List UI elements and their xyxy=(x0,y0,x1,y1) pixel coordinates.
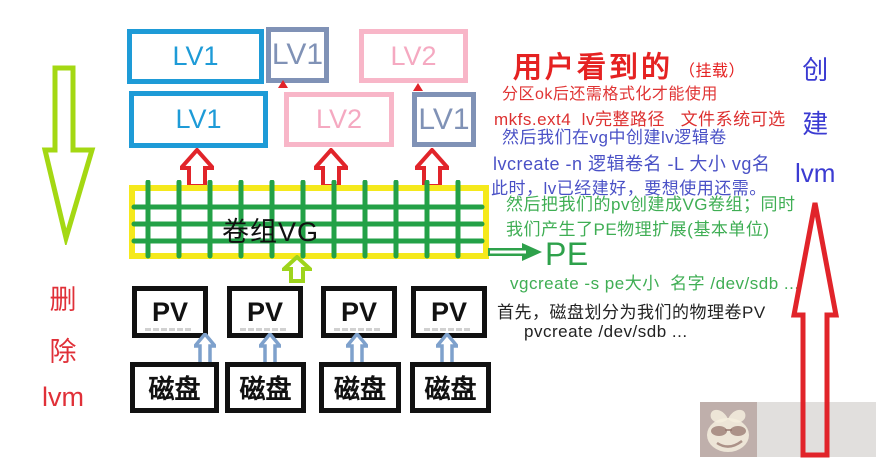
pv-label: PV xyxy=(151,296,189,327)
watermark-logo xyxy=(700,402,757,457)
pe-label: PE xyxy=(545,236,589,272)
create-char-2: 建 xyxy=(802,109,829,139)
erased-mark xyxy=(240,328,286,331)
delete-lvm-label: 删 除 lvm xyxy=(42,278,84,413)
lv-box: LV1 xyxy=(129,91,268,148)
title-mount-suffix: （挂载） xyxy=(679,63,746,80)
arrow-right-green-icon xyxy=(488,243,542,261)
note-format-tip: 分区ok后还需格式化才能使用 xyxy=(502,86,718,103)
note-lvcreate-cmd: lvcreate -n 逻辑卷名 -L 大小 vg名 xyxy=(493,154,771,174)
delete-char-1: 删 xyxy=(49,285,77,315)
pv-box: PV xyxy=(227,286,303,338)
note-lv-done: 此时，lv已经建好，要想使用还需。 xyxy=(491,179,767,198)
pv-box: PV xyxy=(411,286,487,338)
delete-char-2: 除 xyxy=(49,337,77,367)
erased-mark xyxy=(334,328,380,331)
note-pv-intro: 首先，磁盘划分为我们的物理卷PV xyxy=(497,303,766,322)
lv-label: LV1 xyxy=(175,104,222,134)
pv-label: PV xyxy=(430,296,468,327)
pv-label: PV xyxy=(246,296,284,327)
disk-label: 磁盘 xyxy=(424,374,477,404)
watermark xyxy=(700,402,876,457)
lv-box: LV1 xyxy=(412,92,476,147)
lv-label: LV1 xyxy=(271,38,324,71)
erased-mark xyxy=(145,328,191,331)
arrow-up-yellowgreen-icon xyxy=(282,255,312,283)
mascot-face-icon xyxy=(707,409,749,452)
note-mkfs-cmd: mkfs.ext4 lv完整路径 文件系统可选 xyxy=(494,110,786,129)
title-user-view: 用户看到的 xyxy=(513,52,674,84)
arrow-up-red-large-icon xyxy=(790,202,840,458)
lv-label: LV1 xyxy=(172,41,219,71)
lv-label: LV1 xyxy=(418,102,470,136)
note-pe-intro: 我们产生了PE物理扩展(基本单位) xyxy=(506,220,770,239)
disk-box: 磁盘 xyxy=(130,362,219,413)
disk-box: 磁盘 xyxy=(410,362,491,413)
note-lv-intro: 然后我们在vg中创建lv逻辑卷 xyxy=(502,128,727,147)
pv-box: PV xyxy=(321,286,397,338)
red-tip-mark xyxy=(413,83,423,91)
disk-box: 磁盘 xyxy=(319,362,401,413)
vg-grid xyxy=(129,180,489,259)
create-lvm-word: lvm xyxy=(795,158,836,188)
lv-label: LV2 xyxy=(390,40,437,71)
delete-lvm-word: lvm xyxy=(42,382,84,412)
pv-box: PV xyxy=(132,286,208,338)
create-lvm-label: 创 建 lvm xyxy=(795,50,835,189)
lv-box: LV1 xyxy=(127,29,264,84)
lv-box: LV1 xyxy=(266,27,329,83)
vg-label: 卷组VG xyxy=(222,217,320,247)
disk-label: 磁盘 xyxy=(239,374,292,404)
disk-label: 磁盘 xyxy=(333,374,386,404)
disk-label: 磁盘 xyxy=(148,374,201,404)
lv-box: LV2 xyxy=(359,29,468,83)
arrow-down-green-icon xyxy=(41,65,96,245)
pv-label: PV xyxy=(340,296,378,327)
disk-box: 磁盘 xyxy=(225,362,306,413)
red-tip-mark xyxy=(278,80,288,88)
erased-mark xyxy=(424,328,470,331)
lv-label: LV2 xyxy=(315,104,363,134)
create-char-1: 创 xyxy=(802,55,829,85)
lv-box: LV2 xyxy=(284,92,394,147)
note-pvcreate-cmd: pvcreate /dev/sdb ... xyxy=(524,322,688,341)
note-vg-intro: 然后把我们的pv创建成VG卷组；同时 xyxy=(506,195,796,214)
note-vgcreate-cmd: vgcreate -s pe大小 名字 /dev/sdb ... xyxy=(510,274,800,293)
